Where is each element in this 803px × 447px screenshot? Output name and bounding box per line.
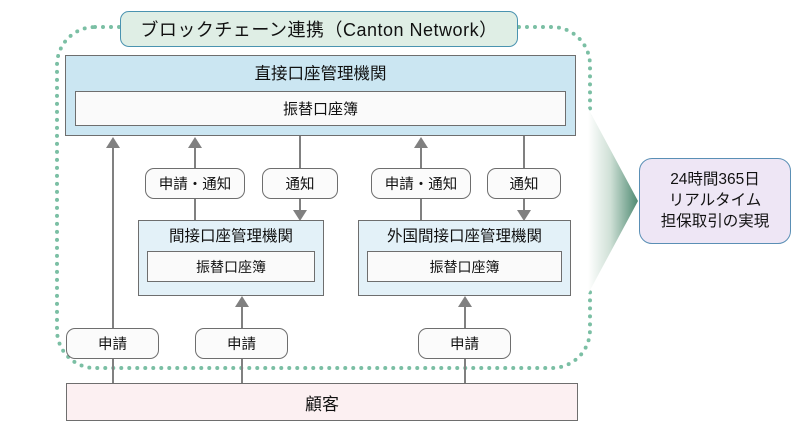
foreign-indirect-account-institution-label: 外国間接口座管理機関	[386, 228, 542, 245]
flow-label-foreign-request: 申請・通知	[371, 168, 471, 199]
connector-line-domestic-request-lower	[194, 198, 197, 222]
foreign-indirect-account-ledger-box: 振替口座簿	[367, 251, 562, 282]
flow-label-foreign-notice-text: 通知	[509, 177, 539, 193]
application-pill-left: 申請	[66, 328, 159, 359]
application-pill-right-label: 申請	[450, 337, 479, 353]
customer-bar-label: 顧客	[305, 394, 339, 414]
customer-bar: 顧客	[66, 383, 578, 421]
connector-line-customer-middle	[241, 358, 244, 384]
flow-label-domestic-notice: 通知	[262, 168, 338, 199]
arrowhead-up-domestic-request	[187, 137, 202, 148]
arrowhead-up-foreign-request	[413, 137, 428, 148]
flow-label-domestic-request-text: 申請・通知	[158, 177, 232, 193]
connector-line-domestic-notice-lower	[299, 198, 302, 211]
diagram-title-pill: ブロックチェーン連携（Canton Network）	[120, 11, 518, 47]
outcome-callout-line-2: リアルタイム	[668, 192, 762, 209]
arrowhead-up-customer-direct-left	[105, 137, 120, 148]
arrowhead-down-domestic-notice	[292, 210, 307, 221]
indirect-account-institution-label: 間接口座管理機関	[168, 228, 293, 245]
flow-label-domestic-notice-text: 通知	[285, 177, 315, 193]
direct-account-ledger-box: 振替口座簿	[75, 91, 566, 126]
green-gradient-arrow	[588, 108, 638, 294]
direct-account-ledger-label: 振替口座簿	[282, 101, 358, 118]
connector-line-foreign-request-upper	[420, 148, 423, 170]
outcome-callout: 24時間365日 リアルタイム 担保取引の実現	[639, 158, 791, 244]
application-pill-left-label: 申請	[98, 337, 127, 353]
direct-account-institution-label: 直接口座管理機関	[254, 65, 387, 83]
flow-label-foreign-notice: 通知	[487, 168, 561, 199]
application-pill-middle: 申請	[195, 328, 288, 359]
connector-line-foreign-notice-upper	[523, 136, 526, 170]
indirect-account-ledger-box: 振替口座簿	[147, 251, 315, 282]
flow-label-foreign-request-text: 申請・通知	[384, 177, 458, 193]
connector-line-customer-left	[112, 358, 115, 384]
outcome-callout-line-3: 担保取引の実現	[660, 213, 770, 230]
connector-line-domestic-request-upper	[194, 148, 197, 170]
connector-line-application-domestic	[241, 307, 244, 331]
indirect-account-ledger-label: 振替口座簿	[196, 258, 266, 275]
foreign-indirect-account-ledger-label: 振替口座簿	[429, 258, 500, 275]
direct-account-institution-box: 直接口座管理機関 振替口座簿	[65, 55, 576, 136]
foreign-indirect-account-institution-box: 外国間接口座管理機関 振替口座簿	[358, 220, 571, 296]
diagram-title-label: ブロックチェーン連携（Canton Network）	[140, 20, 498, 40]
arrowhead-up-application-domestic	[234, 296, 249, 307]
application-pill-middle-label: 申請	[227, 337, 256, 353]
connector-line-foreign-notice-lower	[523, 198, 526, 211]
outcome-callout-line-1: 24時間365日	[670, 171, 760, 188]
connector-line-foreign-request-lower	[420, 198, 423, 222]
connector-line-customer-direct-left	[112, 148, 115, 330]
flow-label-domestic-request: 申請・通知	[145, 168, 245, 199]
arrowhead-down-foreign-notice	[516, 210, 531, 221]
connector-line-domestic-notice-upper	[299, 136, 302, 170]
arrowhead-up-application-foreign	[457, 296, 472, 307]
connector-line-customer-right	[464, 358, 467, 384]
application-pill-right: 申請	[418, 328, 511, 359]
connector-line-application-foreign	[464, 307, 467, 331]
indirect-account-institution-box: 間接口座管理機関 振替口座簿	[138, 220, 324, 296]
